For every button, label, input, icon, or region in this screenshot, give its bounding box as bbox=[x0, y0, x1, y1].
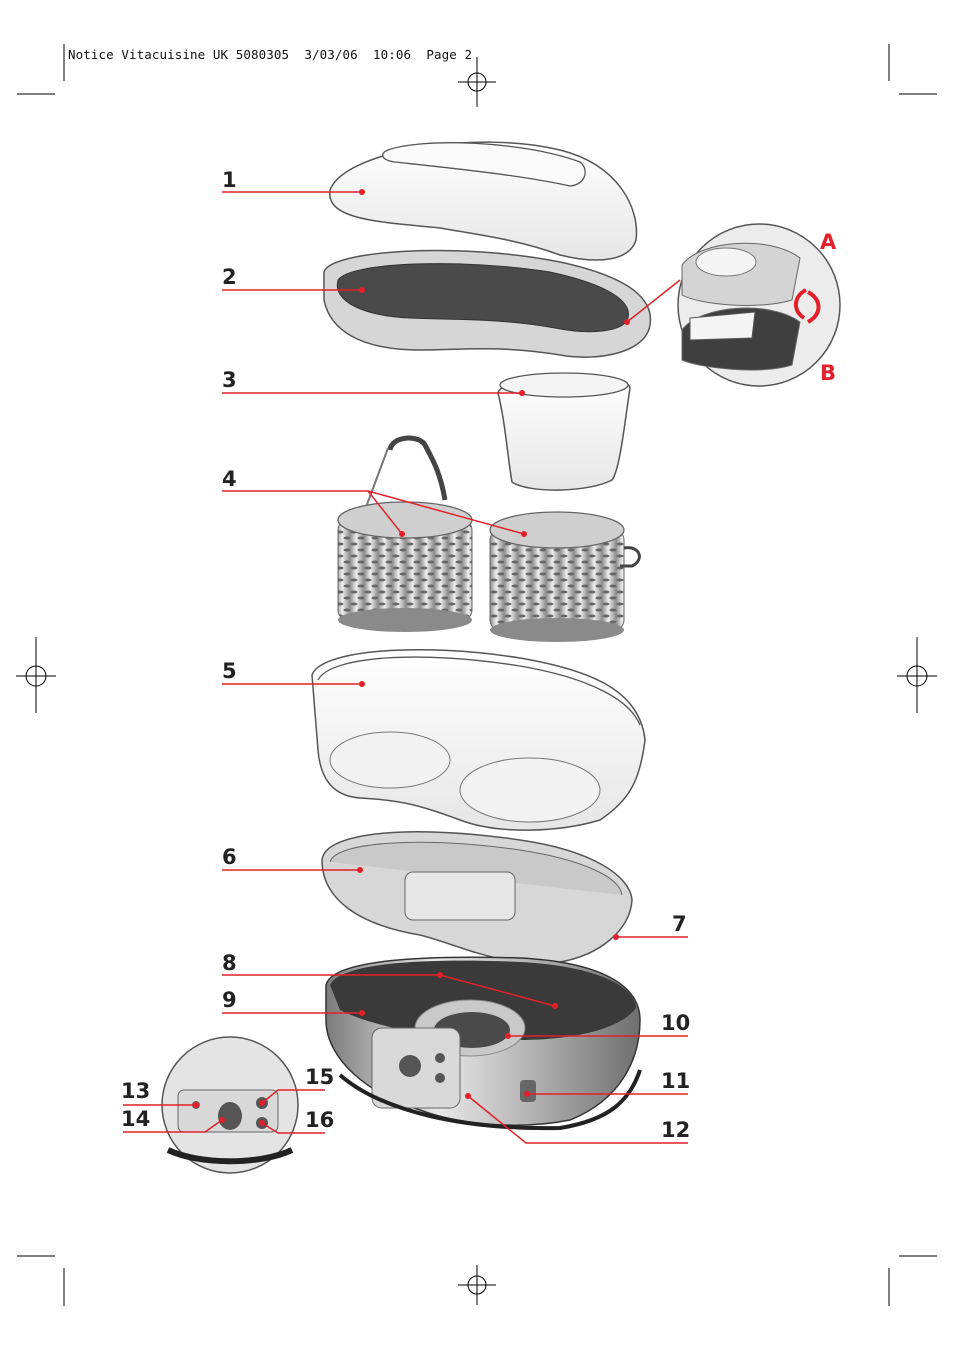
callout-number-16: 16 bbox=[305, 1108, 335, 1132]
part-baskets bbox=[337, 435, 641, 642]
print-header: Notice Vitacuisine UK 5080305 3/03/06 10… bbox=[68, 47, 473, 62]
callout-number-6: 6 bbox=[222, 845, 237, 869]
callout-number-12: 12 bbox=[661, 1118, 691, 1142]
callout-letter-a: A bbox=[820, 230, 837, 254]
callout-letter-b: B bbox=[820, 361, 837, 385]
inset-detail-controls bbox=[161, 1036, 299, 1174]
callout-number-15: 15 bbox=[305, 1065, 335, 1089]
part-steam-bowl bbox=[311, 649, 646, 831]
inset-detail-rotation bbox=[677, 223, 841, 387]
part-water-tray bbox=[321, 831, 633, 964]
callout-number-7: 7 bbox=[672, 912, 687, 936]
callout-number-10: 10 bbox=[661, 1011, 691, 1035]
callout-number-13: 13 bbox=[121, 1079, 151, 1103]
callout-number-5: 5 bbox=[222, 659, 237, 683]
part-base bbox=[325, 956, 642, 1131]
callout-number-8: 8 bbox=[222, 951, 237, 975]
callout-number-3: 3 bbox=[222, 368, 237, 392]
callout-number-4: 4 bbox=[222, 467, 237, 491]
callout-number-1: 1 bbox=[222, 168, 237, 192]
callout-number-2: 2 bbox=[222, 265, 237, 289]
part-rice-bowl bbox=[323, 249, 652, 358]
callout-number-9: 9 bbox=[222, 988, 237, 1012]
callout-number-14: 14 bbox=[121, 1107, 151, 1131]
callout-number-11: 11 bbox=[661, 1069, 691, 1093]
part-lid bbox=[329, 141, 638, 261]
part-jug bbox=[497, 372, 631, 491]
